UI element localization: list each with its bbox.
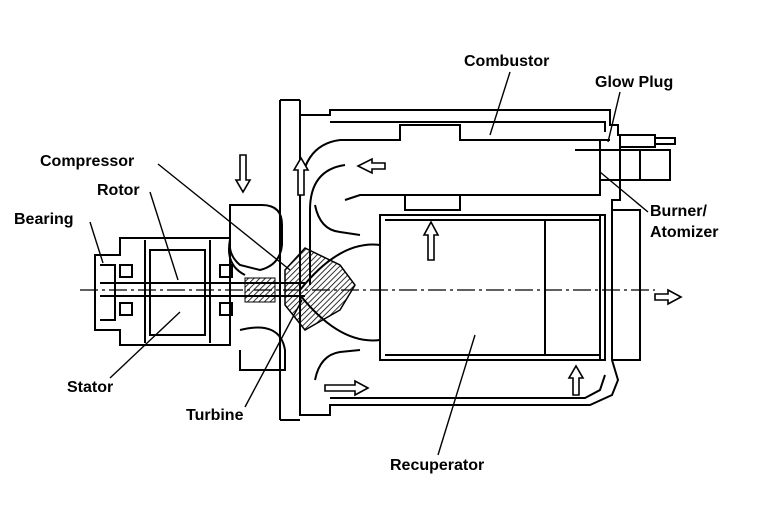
- label-bearing: Bearing: [14, 211, 74, 228]
- up-arrow-compressor: [292, 156, 310, 196]
- glow-plug-assembly: [575, 134, 676, 181]
- leader-bearing: [89, 221, 104, 264]
- right-arrow-lower: [324, 379, 370, 397]
- up-arrow-recuperator: [422, 220, 440, 261]
- leader-rotor: [149, 191, 179, 281]
- leader-compressor: [157, 163, 291, 271]
- label-rotor: Rotor: [97, 182, 140, 199]
- leader-turbine: [244, 299, 303, 408]
- leader-burner: [599, 171, 649, 213]
- combustor-liner: [299, 124, 610, 285]
- left-arrow-combustor: [356, 157, 386, 175]
- labels: Combustor Glow Plug Compressor Rotor Bea…: [14, 53, 718, 474]
- label-glow-plug: Glow Plug: [595, 74, 673, 91]
- label-stator: Stator: [67, 379, 113, 396]
- label-combustor: Combustor: [464, 53, 549, 70]
- exhaust-arrow: [654, 288, 683, 306]
- compressor-turbine-wheel: [244, 247, 356, 331]
- leader-stator: [109, 311, 181, 379]
- outer-casing: [279, 99, 621, 421]
- label-compressor: Compressor: [40, 153, 134, 170]
- up-arrow-lower: [567, 364, 585, 396]
- label-burner-line1: Burner/: [650, 203, 707, 220]
- label-recuperator: Recuperator: [390, 457, 484, 474]
- leader-combustor: [489, 71, 511, 136]
- recuperator-core: [379, 209, 641, 361]
- label-burner-line2: Atomizer: [650, 224, 718, 241]
- leader-glow-plug: [607, 91, 621, 143]
- inlet-arrow: [234, 154, 252, 194]
- label-turbine: Turbine: [186, 407, 244, 424]
- leader-recuperator: [437, 334, 476, 456]
- generator-housing: [94, 237, 233, 346]
